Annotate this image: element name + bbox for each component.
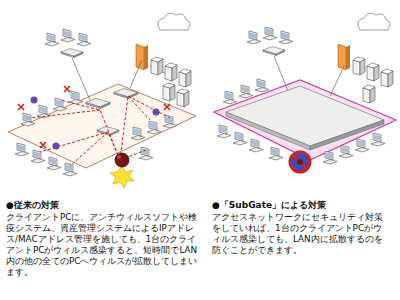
panel-description: クライアントPCに、アンチウィルスソフトや検疫システム、資産管理システムによるI…: [6, 212, 200, 278]
panel-description: アクセスネットワークにセキュリティ対策をしていれば、1台のクライアントPCがウィ…: [212, 212, 388, 256]
panel-heading: ●従来の対策: [6, 200, 198, 211]
panel-heading: ●「SubGate」による対策: [212, 200, 396, 211]
